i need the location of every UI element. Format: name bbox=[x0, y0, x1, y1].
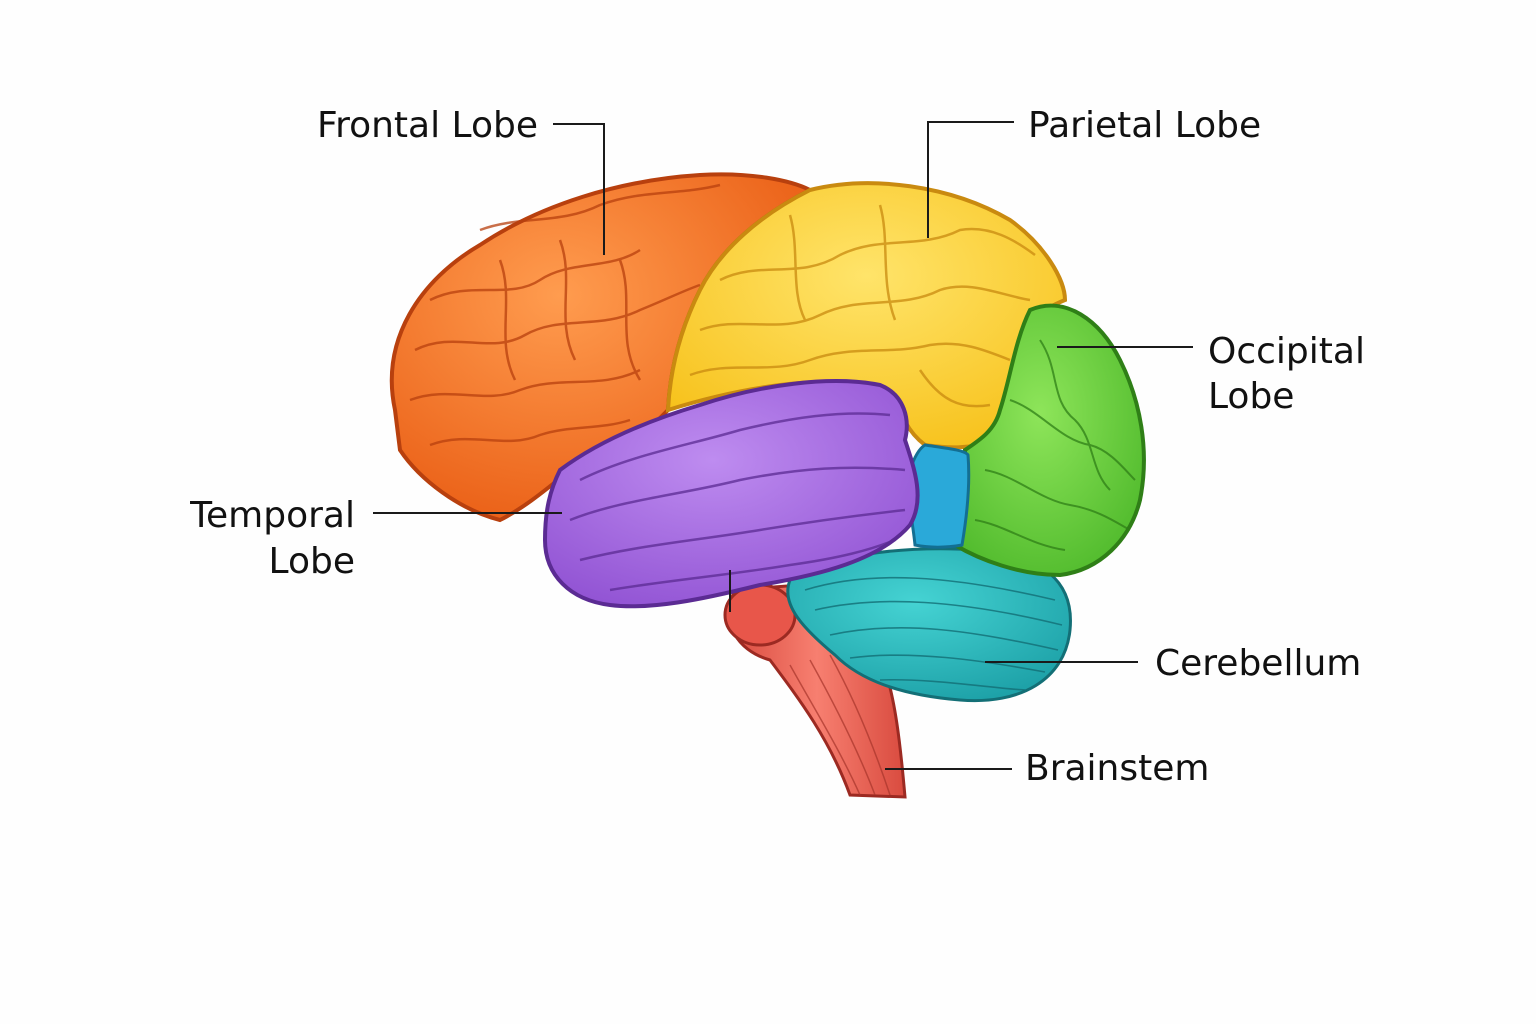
occipital-lobe-label-line1: Occipital bbox=[1208, 331, 1365, 372]
occipital-gyri bbox=[974, 339, 1136, 551]
occipital-lobe-region bbox=[952, 303, 1146, 578]
brainstem-striations bbox=[789, 654, 891, 796]
temporal-lobe-region bbox=[542, 379, 920, 609]
parietal-leader bbox=[927, 121, 1014, 238]
temporal-gyri bbox=[569, 412, 906, 592]
occipital-lobe-label-line2: Lobe bbox=[1208, 376, 1294, 417]
temporal-lobe-label-line2: Lobe bbox=[269, 541, 355, 582]
frontal-lobe-label: Frontal Lobe bbox=[317, 105, 538, 146]
brainstem-label: Brainstem bbox=[1025, 748, 1209, 789]
frontal-leader bbox=[553, 123, 605, 255]
parietal-gyri bbox=[689, 204, 1036, 408]
pons bbox=[723, 583, 797, 647]
frontal-gyri bbox=[409, 183, 721, 447]
temporal-lobe-label-line1: Temporal bbox=[189, 495, 355, 536]
cerebellum-folia bbox=[804, 576, 1063, 691]
leader-lines bbox=[373, 121, 1193, 770]
cerebellum-label: Cerebellum bbox=[1155, 643, 1361, 684]
parietal-lobe-label: Parietal Lobe bbox=[1028, 105, 1261, 146]
